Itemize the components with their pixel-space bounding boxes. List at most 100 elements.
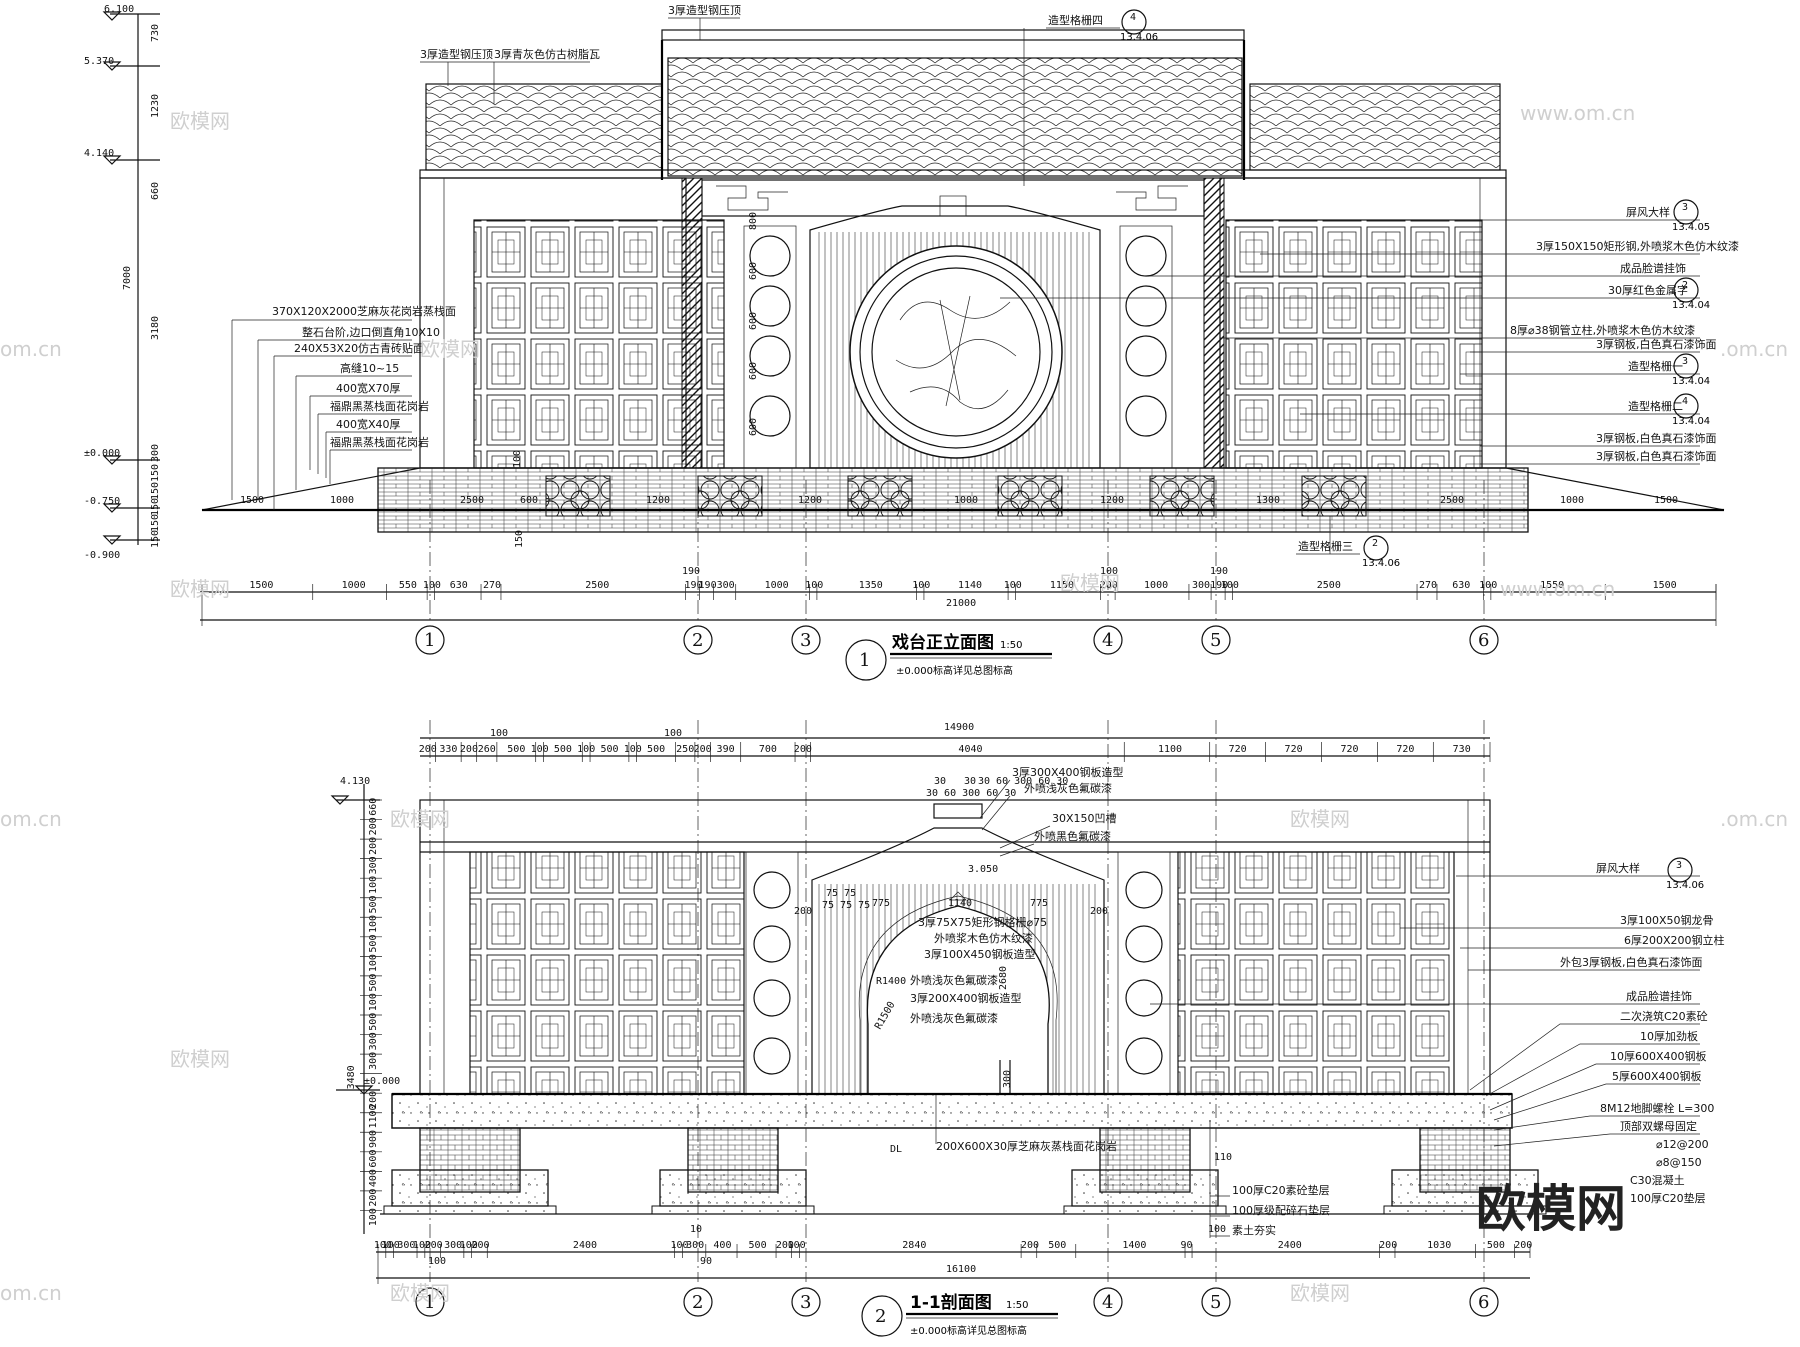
svg-text:30 60 300 60 30: 30 60 300 60 30	[978, 776, 1068, 787]
mask-column-right	[1119, 225, 1173, 469]
dim-value: 200	[794, 744, 812, 755]
dim-value: 100	[374, 1240, 392, 1251]
dim-value: 200	[694, 744, 712, 755]
svg-text:3厚钢板,白色真石漆饰面: 3厚钢板,白色真石漆饰面	[1596, 431, 1717, 445]
dim-value: 300	[717, 580, 735, 591]
axis-label: 6	[1478, 630, 1489, 651]
section-left-dims: 6602002003001005001005001005001005003003…	[346, 798, 382, 1226]
dim-value: 1550	[1540, 580, 1564, 591]
axis-bubble	[1469, 625, 1499, 655]
watermark: 欧模网	[1290, 807, 1350, 831]
dim-left: 660	[150, 182, 161, 200]
dim-value: 100	[788, 1240, 806, 1251]
svg-text:10厚600X400钢板: 10厚600X400钢板	[1610, 1049, 1707, 1063]
dim-value: 100	[1479, 580, 1497, 591]
axis-label: 6	[1478, 1292, 1489, 1313]
right-wood-column	[1203, 177, 1225, 469]
svg-text:成品脸谱挂饰: 成品脸谱挂饰	[1626, 989, 1692, 1003]
svg-text:成品脸谱挂饰: 成品脸谱挂饰	[1620, 261, 1686, 275]
svg-text:150: 150	[514, 530, 525, 548]
axis-bubble	[1201, 625, 1231, 655]
dim-left: 300	[150, 444, 161, 462]
axis-bubble	[415, 1287, 445, 1317]
dim-value: 300	[1192, 580, 1210, 591]
dim-value: 100	[1004, 580, 1022, 591]
dim-total: 21000	[946, 598, 976, 609]
level-0: ±0.000	[84, 448, 120, 459]
dim-value: 1000	[1144, 580, 1168, 591]
svg-text:240X53X20仿古青砖贴面: 240X53X20仿古青砖贴面	[294, 341, 424, 355]
svg-text:13.4.04: 13.4.04	[1672, 300, 1710, 311]
dim-value: 200	[1379, 1240, 1397, 1251]
dim-value: 1350	[859, 580, 883, 591]
section-masks-left	[745, 851, 799, 1095]
dim-value: 1500	[1653, 580, 1677, 591]
watermark: 欧模网	[1060, 571, 1120, 595]
dim-left: 7000	[122, 266, 133, 290]
dim-value: 500	[368, 895, 379, 913]
dim-value: 100	[382, 1240, 400, 1251]
dim-value: 300	[368, 856, 379, 874]
svg-text:100厚级配碎石垫层: 100厚级配碎石垫层	[1232, 1203, 1330, 1217]
dim-value: 100	[624, 744, 642, 755]
svg-text:福鼎黑蒸栈面花岗岩: 福鼎黑蒸栈面花岗岩	[330, 435, 429, 449]
section-masks-right	[1117, 851, 1171, 1095]
section-found-labels: 100厚C20素砼垫层 100厚级配碎石垫层 素土夯实	[1209, 1120, 1330, 1238]
axis-label: 2	[692, 1292, 703, 1313]
svg-text:100厚C20垫层: 100厚C20垫层	[1630, 1191, 1706, 1205]
dim-value: 1100	[1158, 744, 1182, 755]
dim-value: 200	[1021, 1240, 1039, 1251]
dim-value: 630	[1452, 580, 1470, 591]
dim-value: 660	[368, 798, 379, 816]
dim-value: 200	[368, 837, 379, 855]
dim-left: 1230	[150, 94, 161, 118]
axis-bubble	[791, 1287, 821, 1317]
dim-value: 200	[425, 1240, 443, 1251]
svg-text:造型格栅一: 造型格栅一	[1628, 359, 1683, 373]
axis-bubble	[683, 1287, 713, 1317]
base-lattice	[997, 475, 1063, 517]
svg-text:3: 3	[1682, 356, 1688, 367]
dim-value: 100	[413, 1240, 431, 1251]
dim-value: 190	[699, 580, 717, 591]
dim-value: 100	[368, 876, 379, 894]
dim-value: 1400	[1122, 1240, 1146, 1251]
label-top: 3厚造型钢压顶	[668, 3, 741, 17]
dim-value: 400	[368, 1169, 379, 1187]
dim-value: 250	[676, 744, 694, 755]
svg-text:200X600X30厚芝麻灰蒸栈面花岗岩: 200X600X30厚芝麻灰蒸栈面花岗岩	[936, 1139, 1117, 1153]
svg-text:R1400: R1400	[876, 976, 906, 987]
drawing-scale: 1:50	[1000, 640, 1022, 651]
dim-value: 390	[717, 744, 735, 755]
base-lattice	[697, 475, 763, 517]
dim-value: 550	[399, 580, 417, 591]
dim-left: 150	[150, 482, 161, 500]
section-arch	[811, 827, 1105, 1095]
mask-column-left	[743, 225, 797, 469]
svg-text:100: 100	[664, 728, 682, 739]
detail-tag	[1363, 535, 1389, 561]
drawing-scale-section: 1:50	[1006, 1300, 1028, 1311]
level-4130: 4.130	[340, 776, 370, 787]
svg-text:4: 4	[1130, 12, 1136, 23]
svg-text:8M12地脚螺栓 L=300: 8M12地脚螺栓 L=300	[1600, 1101, 1714, 1115]
dim-value: 190	[685, 580, 703, 591]
dim-value: 100	[577, 744, 595, 755]
foundation-footing	[1391, 1169, 1539, 1207]
svg-text:3厚钢板,白色真石漆饰面: 3厚钢板,白色真石漆饰面	[1596, 449, 1717, 463]
svg-text:6厚200X200钢立柱: 6厚200X200钢立柱	[1624, 933, 1725, 947]
dim-value: 270	[483, 580, 501, 591]
label-top: 造型格栅四	[1048, 13, 1103, 27]
axis-label: 1	[424, 1292, 435, 1313]
dim-value: 200	[419, 744, 437, 755]
foundation-bed	[383, 1205, 557, 1215]
dim-inner: 600	[748, 262, 759, 280]
section-mid-labels: 3厚300X400钢板造型 外喷浅灰色氟碳漆 30X150凹槽 外喷黑色氟碳漆 …	[910, 765, 1124, 1153]
svg-text:1140: 1140	[948, 898, 972, 909]
dim-value: 2400	[573, 1240, 597, 1251]
section-arch-dims: 30 30 30 60 300 60 30 30 60 300 60 30 75…	[794, 776, 1108, 1155]
svg-text:100: 100	[1208, 1224, 1226, 1235]
dim-left: 150	[150, 498, 161, 516]
svg-text:3厚300X400钢板造型: 3厚300X400钢板造型	[1012, 765, 1124, 779]
